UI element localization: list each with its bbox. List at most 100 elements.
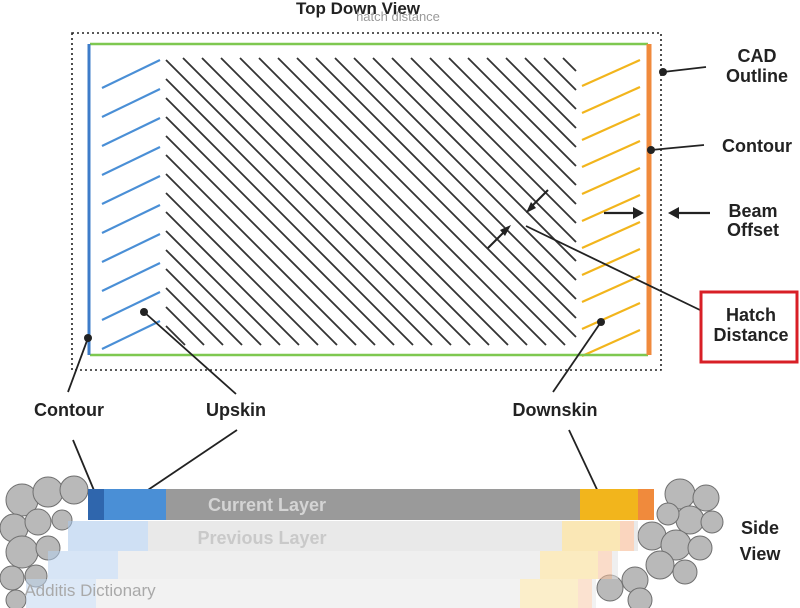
hatch-distance-highlight-box (699, 290, 799, 364)
core-hatch-line (562, 57, 577, 72)
beam-offset-label-line1: Beam (728, 201, 777, 221)
core-hatch-line (239, 57, 528, 346)
powder-particle (675, 505, 705, 535)
core-hatch-line (429, 57, 577, 205)
core-hatch-line (467, 57, 577, 167)
upskin-hatch-line (101, 175, 161, 205)
core-hatch-line (165, 116, 395, 346)
upskin-hatch-line (101, 320, 161, 350)
previous-layer-1-upskin (68, 521, 148, 551)
core-hatch-line (277, 57, 566, 346)
core-hatch-line (505, 57, 577, 129)
core-hatch-line (165, 78, 433, 346)
downskin-hatch-line (581, 220, 641, 250)
upskin-hatch-line (101, 146, 161, 176)
contour-right-label: Contour (722, 136, 792, 156)
downskin-hatch-line (581, 85, 641, 115)
powder-particle (5, 535, 39, 569)
downskin-hatch-line (581, 328, 641, 358)
beam-offset-arrows (604, 207, 710, 219)
hatch-distance-label-line2: Distance (713, 325, 788, 345)
core-hatch-line (165, 287, 224, 346)
core-hatch-line (165, 173, 338, 346)
powder-particle (672, 559, 698, 585)
downskin-label: Downskin (512, 400, 597, 420)
powder-particle (59, 475, 89, 505)
hatch-distance-label-line1: Hatch (726, 305, 776, 325)
upskin-label: Upskin (206, 400, 266, 420)
cad-outline-label-line1: CAD (738, 46, 777, 66)
previous-layer-1-offset (620, 521, 634, 551)
previous-layer-2-upskin (48, 551, 118, 579)
leader-dots (84, 68, 667, 504)
core-hatch-line (165, 135, 376, 346)
dotted-outline (71, 32, 662, 371)
previous-layer-2-downskin (540, 551, 598, 579)
core-hatch-line (524, 57, 577, 110)
upskin-hatch-lines (101, 59, 161, 350)
downskin-hatch-line (581, 274, 641, 304)
downskin-hatch-line (581, 112, 641, 142)
core-hatch-line (391, 57, 577, 243)
hover-caption: hatch distance (356, 9, 440, 24)
downskin-hatch-line (581, 301, 641, 331)
current-layer-offset (638, 489, 654, 520)
powder-particle (645, 550, 675, 580)
previous-layer-2-offset (598, 551, 612, 579)
core-hatch-line (165, 97, 414, 346)
previous-layer-1 (68, 521, 638, 551)
downskin-hatch-line (581, 139, 641, 169)
upskin-hatch-line (101, 117, 161, 147)
core-hatch-line (315, 57, 577, 319)
upskin-hatch-line (101, 291, 161, 321)
upskin-hatch-line (101, 233, 161, 263)
side-view-label-line2: View (740, 544, 782, 564)
side-view-label-line1: Side (741, 518, 779, 538)
leader-lines (67, 66, 707, 501)
upskin-hatch-line (101, 59, 161, 89)
powder-particles (0, 475, 724, 608)
powder-particle (692, 484, 720, 512)
current-layer-upskin (104, 489, 166, 520)
previous-layer-3-downskin (520, 579, 578, 608)
core-hatch-line (448, 57, 577, 186)
current-layer (88, 489, 654, 520)
core-hatch-line (165, 211, 300, 346)
core-hatch-line (165, 306, 205, 346)
powder-particle (0, 565, 25, 591)
upskin-hatch-line (101, 204, 161, 234)
powder-particle (32, 476, 64, 508)
current-layer-core (88, 489, 654, 520)
core-hatch-line (372, 57, 577, 262)
core-hatch-line (353, 57, 577, 281)
contour-bottom-label: Contour (34, 400, 104, 420)
previous-layer-3 (26, 579, 596, 608)
hatch-distance-arrows (487, 189, 549, 249)
current-layer-downskin (580, 489, 638, 520)
core-hatch-line (296, 57, 577, 338)
upskin-hatch-line (101, 88, 161, 118)
upskin-hatch-line (101, 262, 161, 292)
powder-particle (627, 587, 653, 608)
current-layer-label: Current Layer (208, 495, 326, 515)
core-hatch-line (165, 154, 357, 346)
downskin-hatch-line (581, 58, 641, 88)
core-hatch-line (165, 249, 262, 346)
core-hatch-line (258, 57, 547, 346)
downskin-hatch-lines (581, 58, 641, 358)
previous-layer-2 (48, 551, 618, 579)
downskin-hatch-line (581, 166, 641, 196)
cad-outline-label-line2: Outline (726, 66, 788, 86)
current-layer-contour (88, 489, 104, 520)
diagram-title: Top Down View (296, 0, 421, 18)
core-hatch-lines (165, 57, 577, 346)
powder-particle (656, 502, 680, 526)
watermark: Additis Dictionary (24, 581, 156, 600)
core-hatch-line (165, 325, 186, 346)
core-hatch-line (543, 57, 577, 91)
core-hatch-line (220, 57, 509, 346)
previous-layer-3-offset (578, 579, 592, 608)
powder-particle (51, 509, 73, 531)
